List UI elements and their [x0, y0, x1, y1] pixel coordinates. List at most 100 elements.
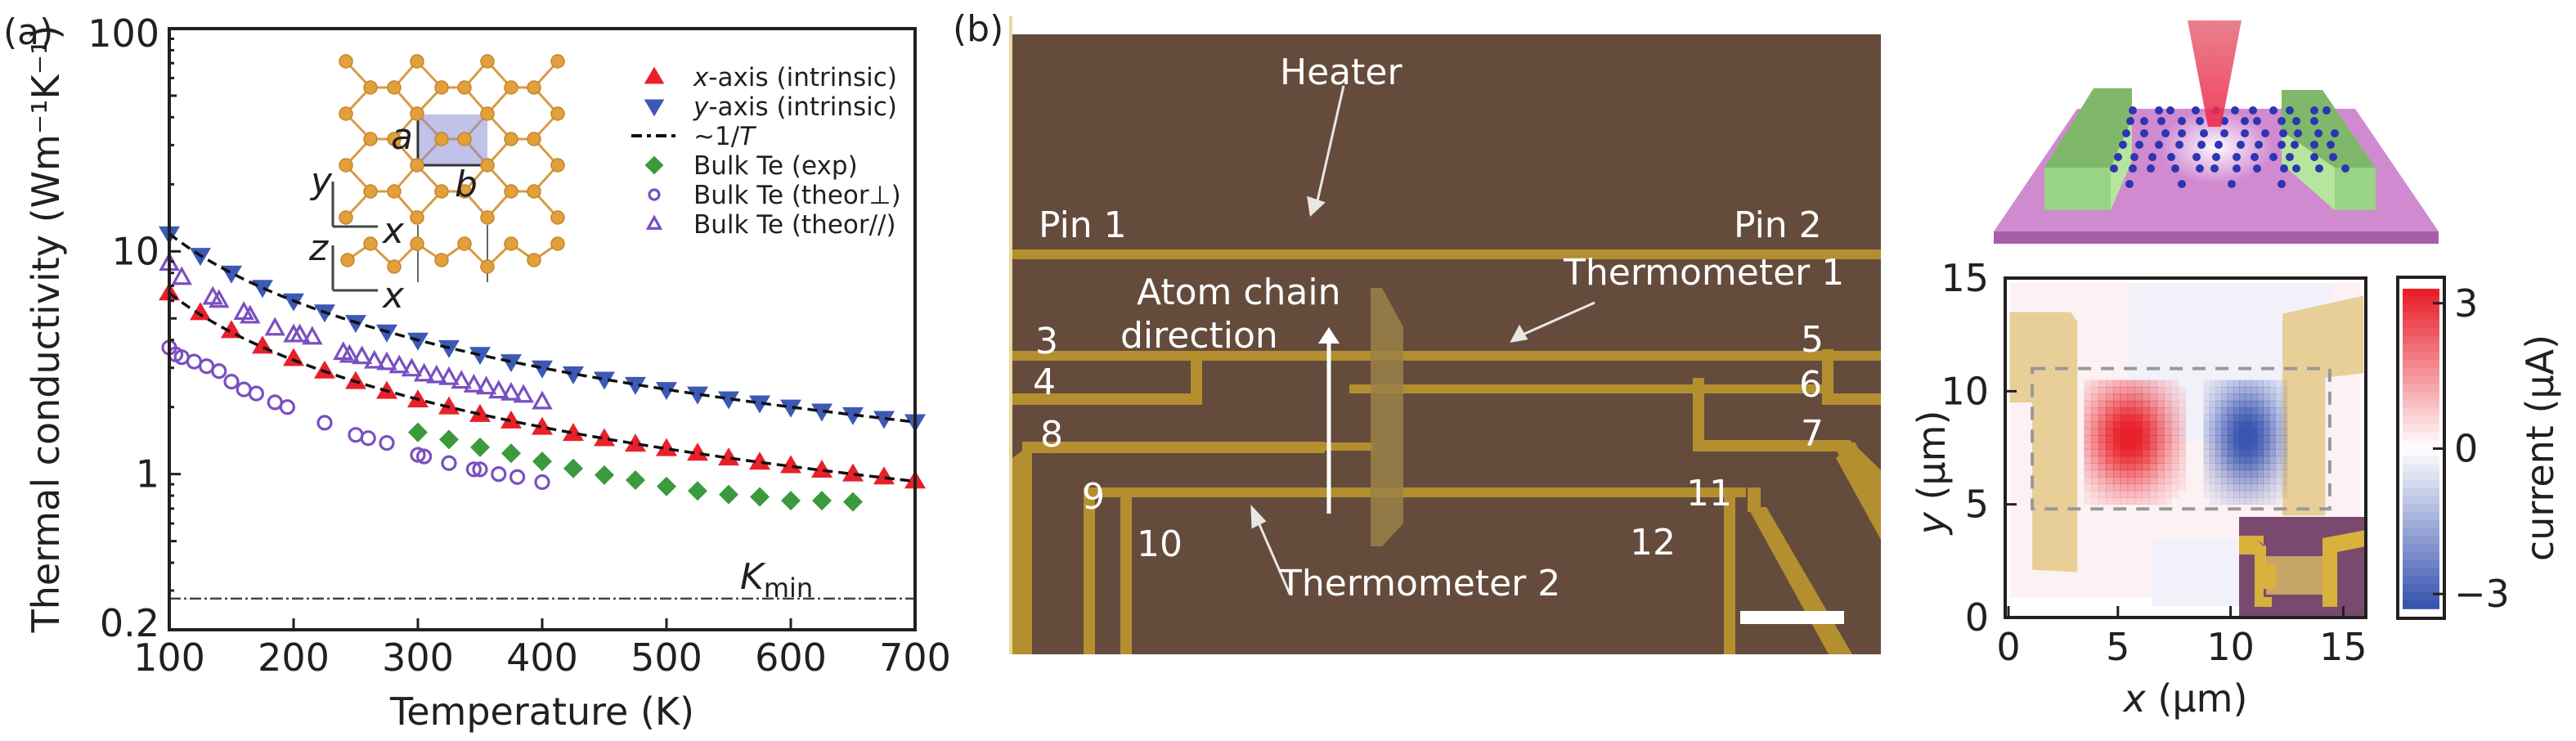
heatmap-cell: [2209, 497, 2216, 505]
heatmap-cell: [2257, 428, 2264, 436]
heatmap-cell: [2106, 449, 2114, 457]
heatmap-cell: [2233, 421, 2240, 429]
heatmap-cell: [2203, 421, 2210, 429]
heatmap-cell: [2091, 400, 2099, 408]
heatmap-cell: [2106, 400, 2114, 408]
heatmap-cell: [2084, 462, 2092, 470]
te-atom: [527, 80, 541, 95]
left-electrode-side: [2111, 119, 2132, 210]
heatmap-cell: [2170, 393, 2179, 402]
series-y-axis-intrinsic-: [159, 226, 926, 433]
heatmap-cell: [2156, 469, 2165, 478]
legend: x-axis (intrinsic)y-axis (intrinsic)~1/T…: [631, 63, 901, 240]
data-point: [283, 293, 304, 312]
label-pin-12: 12: [1630, 522, 1676, 564]
label-thermometer2: Thermometer 2: [1279, 563, 1560, 604]
atom: [2110, 164, 2118, 173]
heatmap-cell: [2274, 386, 2282, 395]
inset-electrode: [2239, 538, 2272, 607]
heatmap-cell: [2221, 386, 2228, 395]
gold-electrodes: [1012, 249, 1881, 654]
heatmap-cell: [2221, 497, 2228, 505]
heatmap-cell: [2084, 407, 2092, 415]
heatmap-cell: [2142, 407, 2150, 415]
data-point: [811, 403, 832, 422]
heatmap-cell: [2106, 456, 2114, 464]
x-axis-label-unit: (µm): [2146, 676, 2248, 721]
atom: [2241, 129, 2249, 137]
colorbar-segment: [2403, 424, 2439, 433]
heatmap-cell: [2203, 393, 2210, 402]
atom: [2315, 164, 2323, 173]
atom: [2210, 164, 2219, 173]
data-point: [186, 353, 202, 370]
heatmap-cell: [2209, 414, 2216, 422]
heatmap-cell: [2149, 462, 2157, 470]
colorbar-segment: [2403, 289, 2439, 298]
heatmap-cell: [2245, 393, 2252, 402]
te-atom: [550, 54, 565, 69]
heatmap-cell: [2149, 393, 2157, 402]
atom: [2310, 153, 2318, 161]
heatmap-cell: [2098, 469, 2107, 478]
heatmap-cell: [2120, 414, 2129, 422]
heatmap-cell: [2178, 469, 2187, 478]
colorbar-tick-label: −3: [2454, 572, 2510, 616]
heatmap-cell: [2281, 414, 2288, 422]
heatmap-cell: [2245, 442, 2252, 450]
heatmap-cell: [2215, 400, 2223, 408]
label-pin-3: 3: [1035, 321, 1058, 362]
panel-label-b: (b): [953, 8, 1003, 50]
heatmap-cell: [2203, 379, 2210, 388]
heatmap-cell: [2149, 490, 2157, 498]
te-atom: [363, 236, 378, 251]
label-pin-4: 4: [1033, 362, 1056, 403]
annotation-arrows: [1250, 85, 1595, 595]
device-schematic-3d: [1994, 20, 2439, 244]
atom: [2192, 106, 2200, 115]
legend-item: y-axis (intrinsic): [644, 92, 897, 122]
colorbar-segment: [2403, 472, 2439, 482]
heatmap-cell: [2221, 421, 2228, 429]
heatmap-cell: [2215, 497, 2223, 505]
heatmap-cell: [2163, 414, 2172, 422]
atoms-top-view: [339, 54, 565, 225]
heatmap-cell: [2163, 400, 2172, 408]
heatmap-cell: [2221, 490, 2228, 498]
heatmap-cell: [2156, 400, 2165, 408]
heatmap-cell: [2127, 393, 2136, 402]
te-atom: [363, 184, 378, 199]
heatmap-cell: [2251, 379, 2258, 388]
atom: [2178, 180, 2186, 188]
heatmap-cell: [2098, 442, 2107, 450]
heatmap-cell: [2156, 449, 2165, 457]
colorbar-segment: [2403, 568, 2439, 577]
te-atom: [339, 210, 353, 225]
heatmap-cell: [2233, 393, 2240, 402]
heatmap-cell: [2251, 483, 2258, 492]
heatmap-cell: [2120, 386, 2129, 395]
heatmap-cell: [2178, 449, 2187, 457]
heatmap-cell: [2178, 435, 2187, 443]
heatmap-cell: [2257, 421, 2264, 429]
heatmap-cell: [2251, 469, 2258, 478]
label-pin-8: 8: [1040, 414, 1063, 456]
tellurium-atoms: [2110, 106, 2349, 188]
heatmap-cell: [2215, 407, 2223, 415]
heatmap-cell: [2251, 400, 2258, 408]
heatmap-cell: [2134, 379, 2143, 388]
lattice-label-a: a: [391, 116, 413, 158]
heatmap-cell: [2239, 414, 2246, 422]
plot-area: [159, 226, 926, 600]
heatmap-cell: [2257, 414, 2264, 422]
heatmap-cell: [2163, 469, 2172, 478]
label-direction: direction: [1120, 315, 1278, 357]
data-point: [413, 362, 435, 382]
data-point: [379, 434, 395, 451]
heatmap-cell: [2257, 483, 2264, 492]
heatmap-cell: [2281, 435, 2288, 443]
label-atom-chain: Atom chain: [1137, 272, 1341, 313]
heatmap-cell: [2257, 490, 2264, 498]
heatmap-cell: [2233, 435, 2240, 443]
